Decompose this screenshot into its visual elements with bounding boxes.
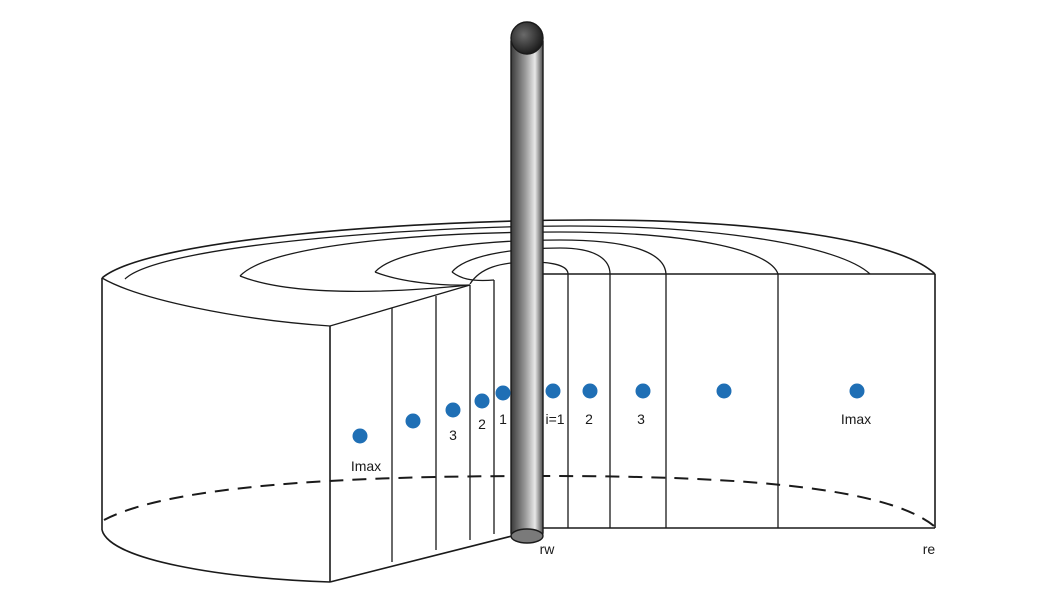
label-rw: rw: [540, 541, 556, 557]
node-right-outer: [849, 383, 865, 399]
ring-2: [374, 239, 667, 275]
label-re: re: [923, 541, 936, 557]
ring-1: [451, 247, 611, 275]
ring-top-outer-inner-edge: [101, 277, 471, 327]
label-left-2: 2: [478, 416, 486, 432]
grid-nodes: [352, 383, 865, 444]
node-labels: Imax 3 2 1 i=1 2 3 Imax rw re: [351, 411, 936, 557]
node-left-1: [495, 385, 511, 401]
label-left-3: 3: [449, 427, 457, 443]
cut-top-edge-c: [451, 271, 495, 282]
grid-rings: [101, 225, 871, 327]
ring-3: [239, 231, 779, 277]
node-right-2: [582, 383, 598, 399]
cut-top-edge-b: [374, 271, 471, 286]
node-left-2: [474, 393, 490, 409]
node-right-1: [545, 383, 561, 399]
label-left-imax: Imax: [351, 458, 381, 474]
wellbore-top: [510, 21, 544, 55]
node-right-4: [716, 383, 732, 399]
node-left-3: [445, 402, 461, 418]
cut-top-edge-a: [239, 275, 471, 293]
label-right-3: 3: [637, 411, 645, 427]
wellbore-shaft: [510, 37, 544, 537]
left-cut-bottom: [329, 535, 513, 583]
ring-4: [124, 225, 871, 280]
node-left-4: [405, 413, 421, 429]
node-right-3: [635, 383, 651, 399]
wellbore: [510, 21, 544, 544]
label-right-2: 2: [585, 411, 593, 427]
node-left-outer: [352, 428, 368, 444]
left-cell-boundaries: [329, 280, 513, 583]
right-cell-boundaries: [567, 274, 779, 528]
label-left-1: 1: [499, 411, 507, 427]
wellbore-bottom: [510, 528, 544, 544]
label-right-imax: Imax: [841, 411, 871, 427]
outer-top-rim: [101, 219, 936, 279]
outer-bottom-arc: [101, 529, 331, 583]
label-right-i1: i=1: [545, 411, 564, 427]
